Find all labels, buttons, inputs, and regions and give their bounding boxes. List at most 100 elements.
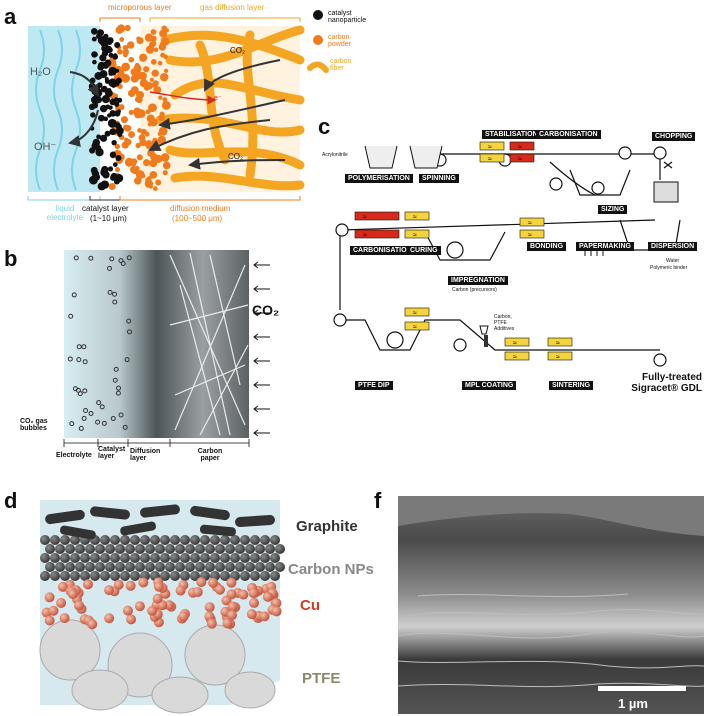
panel-b-sem <box>63 250 270 447</box>
svg-text:≈: ≈ <box>413 214 417 221</box>
c-carbon-precursors: Carbon (precursors) <box>452 287 497 293</box>
d-ptfe-label: PTFE <box>302 670 341 687</box>
sem-image <box>64 250 249 438</box>
d-cu-label: Cu <box>300 597 320 614</box>
label-microporous: microporous layer <box>108 3 172 12</box>
c-curing: CURING <box>407 246 441 255</box>
svg-text:≈: ≈ <box>556 340 560 347</box>
texture-lines <box>398 593 704 688</box>
c-bonding: BONDING <box>527 242 567 251</box>
layer-ticks <box>63 439 250 447</box>
c-sintering: SINTERING <box>549 381 594 390</box>
svg-text:≈: ≈ <box>413 324 417 331</box>
b-diffusion-label: Diffusion layer <box>130 448 161 462</box>
sem-f-image <box>398 496 704 714</box>
c-sizing: SIZING <box>598 205 628 214</box>
chopped-fibers-box <box>653 181 679 203</box>
additive-funnel <box>479 325 489 335</box>
mpl-applicator <box>484 335 488 347</box>
co2-arrows <box>253 261 270 437</box>
label-gdl: gas diffusion layer <box>200 3 265 12</box>
bubbles <box>67 255 132 431</box>
top-layer <box>398 496 704 536</box>
c-carbonisation-1: CARBONISATION <box>536 130 601 139</box>
rollers <box>333 146 667 367</box>
d-graphite-label: Graphite <box>296 518 358 535</box>
c-binder: Polymeric binder <box>650 265 688 271</box>
c-polymerisation: POLYMERISATION <box>345 174 413 183</box>
b-catalyst-label: Catalyst layer <box>98 446 126 460</box>
legend-fiber-marker <box>307 61 329 73</box>
legend-powder-marker <box>313 35 323 45</box>
carbon-np-layer <box>40 535 285 581</box>
svg-text:≈: ≈ <box>513 354 517 361</box>
b-paper-label: Carbon paper <box>197 448 223 462</box>
panel-label-b: b <box>4 246 18 271</box>
svg-text:≈: ≈ <box>363 214 367 221</box>
carbon-fibers <box>155 25 305 191</box>
oh-label: OH⁻ <box>34 141 57 153</box>
cu-layer <box>41 577 282 630</box>
svg-text:≈: ≈ <box>528 232 532 239</box>
c-spinning: SPINNING <box>419 174 459 183</box>
legend-catalyst-marker <box>313 10 323 20</box>
c-water: Water <box>666 258 680 264</box>
panel-d-schematic <box>39 500 285 714</box>
panel-label-f: f <box>374 488 382 513</box>
c-papermaking: PAPERMAKING <box>576 242 634 251</box>
c-carbonisation-2: CARBONISATION <box>350 246 415 255</box>
c-ptfe-dip: PTFE DIP <box>355 381 393 390</box>
flow-arrows <box>68 59 286 170</box>
brace-liquid <box>27 196 101 201</box>
papermaking-arrows <box>584 248 604 256</box>
legend-catalyst-label: catalyst nanoparticle <box>328 10 367 24</box>
panel-f-sem <box>398 496 704 714</box>
svg-text:≈: ≈ <box>413 232 417 239</box>
panel-label-a: a <box>4 4 17 29</box>
electron-path <box>149 91 217 105</box>
svg-text:≈: ≈ <box>488 144 492 151</box>
b-electrolyte-label: Electrolyte <box>56 452 92 459</box>
c-additives: Carbon, PTFE Additives <box>494 314 515 332</box>
fibers-texture <box>169 252 249 436</box>
d-carbon-nps-label: Carbon NPs <box>288 561 374 578</box>
brace-gdl <box>149 17 301 22</box>
h2o-label: H₂O <box>30 66 51 78</box>
c-impregnation: IMPREGNATION <box>448 276 508 285</box>
svg-text:≈: ≈ <box>413 310 417 317</box>
b-co2-label: CO₂ <box>252 302 280 318</box>
label-diffusion-thickness: (100~500 μm) <box>172 214 223 223</box>
svg-text:≈: ≈ <box>363 232 367 239</box>
panel-label-d: d <box>4 488 18 513</box>
svg-text:≈: ≈ <box>513 340 517 347</box>
panel-label-c: c <box>318 114 331 139</box>
svg-text:≈: ≈ <box>556 354 560 361</box>
heat-blocks: ≈≈≈≈≈≈≈≈≈≈≈≈≈≈≈≈ <box>354 141 573 361</box>
svg-text:≈: ≈ <box>518 144 522 151</box>
label-diffusion-medium: diffusion medium <box>170 204 231 213</box>
vessels <box>364 145 443 169</box>
brace-catalyst <box>89 196 121 201</box>
scissors-icon <box>663 161 673 169</box>
svg-text:≈: ≈ <box>518 156 522 163</box>
panel-c-process: ≈≈≈≈≈≈≈≈≈≈≈≈≈≈≈≈ <box>333 141 681 367</box>
ptfe-cylinders <box>39 619 276 714</box>
scale-bar <box>598 686 686 691</box>
c-final-product: Fully-treated Sigracet® GDL <box>631 372 702 394</box>
c-acrylonitrile: Acrylonitrile <box>322 152 348 158</box>
legend-fiber-label: carbon fiber <box>330 58 352 72</box>
b-bubbles-label: CO₂ gas bubbles <box>20 418 48 432</box>
co2-label-top: CO₂ <box>230 46 246 55</box>
graphite-flakes <box>45 504 275 540</box>
label-catalyst-thickness: (1~10 μm) <box>90 214 127 223</box>
electron-label: e⁻ <box>214 95 222 102</box>
c-chopping: CHOPPING <box>652 132 696 141</box>
electrolyte-waves <box>35 29 81 191</box>
legend-powder-label: carbon powder <box>328 34 351 48</box>
label-liquid-electrolyte: liquid electrolyte <box>46 204 84 222</box>
panel-a-diagram <box>27 10 329 201</box>
f-scale-label: 1 µm <box>618 696 648 711</box>
c-dispersion: DISPERSION <box>648 242 698 251</box>
svg-text:≈: ≈ <box>488 156 492 163</box>
brace-microporous <box>99 17 141 22</box>
